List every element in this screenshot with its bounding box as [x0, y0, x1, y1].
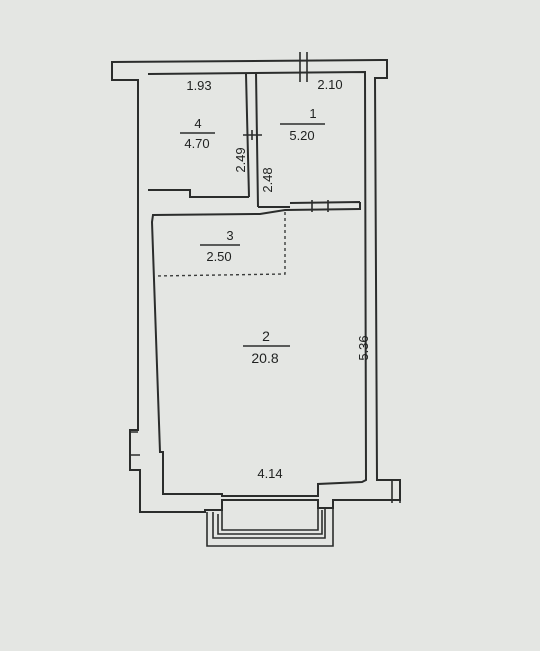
- dimension-room4-height: 2.49: [233, 147, 248, 172]
- partition-tick: [243, 130, 262, 140]
- room3-area: 2.50: [206, 249, 231, 264]
- bay-window: [206, 508, 334, 547]
- room2-area: 20.8: [251, 350, 278, 366]
- room1-number: 1: [309, 106, 316, 121]
- dimension-main-width: 4.14: [257, 466, 282, 481]
- room4-number: 4: [194, 116, 201, 131]
- room1-door-ticks: [311, 200, 329, 212]
- room2-number: 2: [262, 328, 270, 344]
- dimension-room4-width: 1.93: [186, 78, 211, 93]
- right-wall-stub: [391, 480, 401, 503]
- outer-wall-outer: [111, 58, 401, 513]
- room3-number: 3: [226, 228, 233, 243]
- dimension-main-length: 5.36: [356, 335, 371, 360]
- top-wall-ticks: [299, 52, 308, 82]
- left-wall-stub: [130, 431, 140, 456]
- room4-bottom-wall: [148, 189, 249, 198]
- dimension-room1-height: 2.48: [260, 167, 275, 192]
- dimension-room1-width: 2.10: [317, 77, 342, 92]
- room1-bottom-wall: [258, 201, 361, 210]
- room1-area: 5.20: [289, 128, 314, 143]
- room3-dashed-partition: [154, 212, 286, 277]
- room4-area: 4.70: [184, 136, 209, 151]
- outer-wall-inner: [147, 70, 368, 497]
